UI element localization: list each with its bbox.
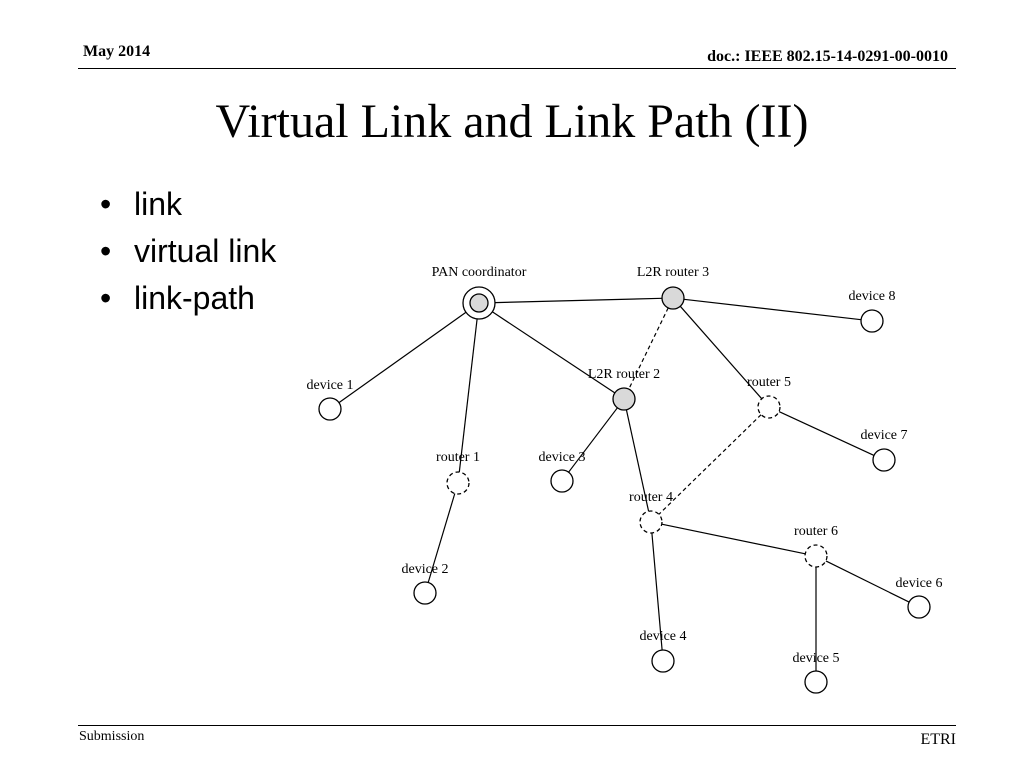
node-label-dev6: device 6 <box>895 576 942 591</box>
node-label-r1: router 1 <box>436 450 480 465</box>
edge-r1-dev2 <box>427 493 456 583</box>
edge-l2r3-dev8 <box>683 298 862 321</box>
edge-r4-dev4 <box>651 532 663 651</box>
node-dev2 <box>413 581 437 605</box>
node-label-dev5: device 5 <box>792 651 839 666</box>
node-dev8 <box>860 309 884 333</box>
header-doc-id: doc.: IEEE 802.15-14-0291-00-0010 <box>707 48 948 65</box>
edge-pan-l2r3 <box>494 297 663 304</box>
header-divider <box>78 68 956 69</box>
footer-submission: Submission <box>79 729 145 744</box>
edge-l2r2-r4 <box>625 409 650 512</box>
header-date: May 2014 <box>83 43 151 60</box>
edge-l2r3-r5 <box>679 305 763 400</box>
bullet-item-link: link <box>100 181 276 228</box>
diagram-labels: PAN coordinator L2R router 3 device 8 devic… <box>306 265 942 666</box>
node-label-r5: router 5 <box>747 375 791 390</box>
footer-org: ETRI <box>920 731 956 748</box>
node-r1 <box>446 471 470 495</box>
node-l2r3 <box>661 286 685 310</box>
node-label-r4: router 4 <box>629 490 673 505</box>
node-label-dev7: device 7 <box>860 428 907 443</box>
edge-pan-r1 <box>458 318 478 473</box>
node-label-l2r2: L2R router 2 <box>588 367 660 382</box>
edge-l2r3-l2r2-virtual <box>628 307 669 390</box>
footer-divider <box>78 725 956 726</box>
edge-r6-dev6 <box>825 560 910 603</box>
edge-r4-r6 <box>661 523 806 555</box>
slide-title: Virtual Link and Link Path (II) <box>215 95 809 148</box>
node-r4 <box>639 510 663 534</box>
node-l2r2 <box>612 387 636 411</box>
node-label-l2r3: L2R router 3 <box>637 265 709 280</box>
node-label-dev2: device 2 <box>401 562 448 577</box>
node-label-dev4: device 4 <box>639 629 686 644</box>
diagram-edges <box>338 297 910 671</box>
node-dev1 <box>318 397 342 421</box>
node-r5 <box>757 395 781 419</box>
node-label-dev3: device 3 <box>538 450 585 465</box>
node-dev4 <box>651 649 675 673</box>
node-pan <box>462 286 496 320</box>
edge-r5-r4-virtual <box>658 414 762 515</box>
edge-pan-dev1 <box>338 311 467 404</box>
node-dev7 <box>872 448 896 472</box>
node-dev3 <box>550 469 574 493</box>
edge-pan-l2r2 <box>491 311 616 394</box>
bullet-item-link-path: link-path <box>100 275 276 322</box>
edge-r5-dev7 <box>778 411 875 456</box>
node-label-dev1: device 1 <box>306 378 353 393</box>
bullet-item-virtual-link: virtual link <box>100 228 276 275</box>
node-dev6 <box>907 595 931 619</box>
node-label-r6: router 6 <box>794 524 838 539</box>
bullet-list: link virtual link link-path <box>100 181 276 322</box>
node-label-dev8: device 8 <box>848 289 895 304</box>
node-label-pan: PAN coordinator <box>432 265 527 280</box>
node-r6 <box>804 544 828 568</box>
edge-l2r2-dev3 <box>568 407 618 473</box>
node-dev5 <box>804 670 828 694</box>
diagram-nodes <box>318 286 931 694</box>
